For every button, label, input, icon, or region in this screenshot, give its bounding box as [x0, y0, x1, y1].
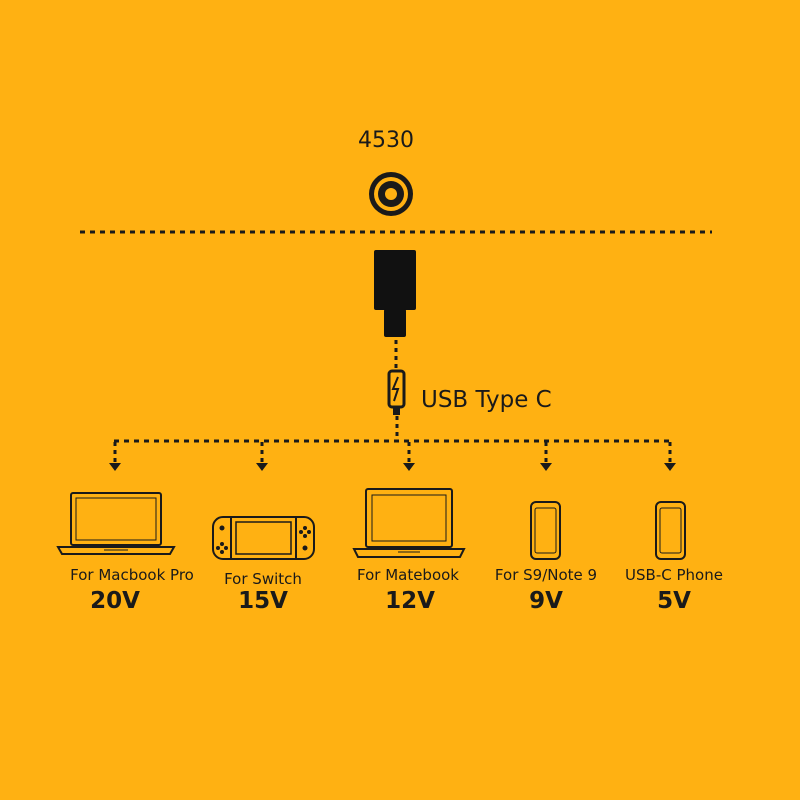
- device-voltage-switch: 15V: [238, 588, 288, 614]
- connector-model-label: 4530: [358, 128, 414, 153]
- phone-icon: [655, 501, 686, 560]
- laptop-icon: [56, 492, 176, 555]
- cable-type-label: USB Type C: [421, 387, 552, 413]
- device-label-s9: For S9/Note 9: [494, 566, 598, 584]
- branch-arrow-s9: [540, 442, 552, 471]
- device-voltage-usbc-phone: 5V: [657, 588, 691, 614]
- device-label-switch: For Switch: [224, 570, 302, 588]
- device-label-usbc-phone: USB-C Phone: [625, 566, 723, 584]
- branch-arrow-macbook: [109, 442, 121, 471]
- branch-arrows: [109, 442, 676, 471]
- game-console-icon: [212, 516, 315, 560]
- round-dc-tip-icon: [369, 172, 413, 216]
- device-label-macbook: For Macbook Pro: [70, 566, 194, 584]
- phone-icon: [530, 501, 561, 560]
- branch-arrow-matebook: [403, 442, 415, 471]
- branch-arrow-usbc-phone: [664, 442, 676, 471]
- device-label-matebook: For Matebook: [356, 566, 459, 584]
- laptop-icon: [352, 488, 466, 558]
- device-voltage-macbook: 20V: [90, 588, 140, 614]
- adapter-plug-icon: [374, 250, 416, 337]
- usb-c-plug-icon: [387, 369, 406, 415]
- device-voltage-s9: 9V: [529, 588, 563, 614]
- branch-arrow-switch: [256, 442, 268, 471]
- device-voltage-matebook: 12V: [385, 588, 435, 614]
